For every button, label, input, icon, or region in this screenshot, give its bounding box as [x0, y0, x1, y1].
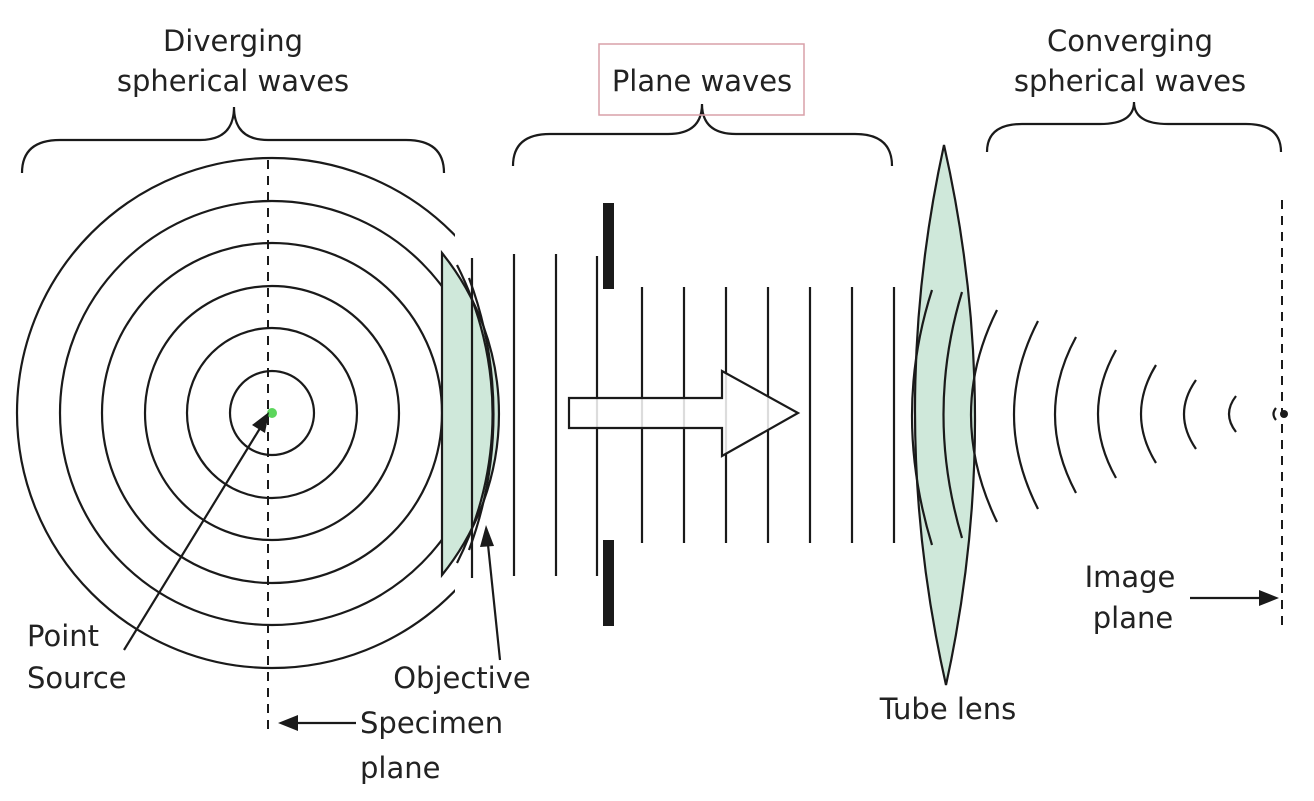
tube-lens-inner-arc-1	[910, 289, 934, 546]
point-source-label-line2: Source	[27, 661, 127, 695]
specimen-label-line1: Specimen	[360, 706, 503, 740]
brace-diverging	[20, 106, 446, 174]
diverging-wavefront-3	[143, 284, 401, 542]
converging-label-line2: spherical waves	[1014, 64, 1246, 98]
diverging-label-line1: Diverging	[163, 24, 303, 58]
diverging-wavefront-2	[185, 326, 359, 500]
plane-wavefronts-after-aperture	[640, 287, 896, 543]
tube-lens-label: Tube lens	[879, 692, 1017, 726]
aperture-stop-top	[603, 203, 614, 289]
propagation-arrow	[567, 369, 801, 458]
image-plane-label-line2: plane	[1093, 601, 1173, 635]
plane-waves-highlight-box	[598, 43, 805, 116]
image-plane-arrowhead	[1259, 590, 1279, 606]
brace-converging	[985, 101, 1283, 153]
diverging-label-line2: spherical waves	[117, 64, 349, 98]
objective-pointer	[485, 534, 502, 661]
point-source-arrowhead	[252, 412, 269, 433]
pointer-arrows	[123, 424, 1266, 725]
specimen-arrowhead	[278, 715, 298, 731]
point-source-label-line1: Point	[27, 619, 99, 653]
brace-plane	[511, 103, 894, 167]
converging-label-line1: Converging	[1047, 24, 1213, 58]
tube-lens	[913, 144, 977, 686]
diverging-wavefronts	[15, 156, 455, 670]
braces	[20, 101, 1283, 174]
pointer-arrowheads	[252, 412, 1279, 731]
converging-wavefronts	[969, 309, 1277, 523]
focal-point-dot	[1280, 410, 1288, 418]
objective-inner-arc-2	[467, 277, 495, 551]
diverging-wavefront-5	[58, 199, 455, 627]
tube-lens-inner-arc-2	[942, 291, 964, 539]
plane-wavefronts-before-aperture	[470, 254, 599, 578]
point-source-dot	[267, 408, 277, 418]
image-plane-label-line1: Image	[1085, 560, 1176, 594]
objective-arrowhead	[480, 525, 494, 547]
aperture-stop-bottom	[603, 540, 614, 626]
objective-lens	[440, 249, 500, 579]
point-source-pointer	[123, 424, 263, 651]
diverging-wavefront-6	[15, 156, 455, 670]
plane-waves-label: Plane waves	[612, 64, 792, 98]
objective-label: Objective	[393, 661, 531, 695]
specimen-label-line2: plane	[360, 751, 440, 785]
diverging-wavefront-1	[228, 369, 316, 457]
